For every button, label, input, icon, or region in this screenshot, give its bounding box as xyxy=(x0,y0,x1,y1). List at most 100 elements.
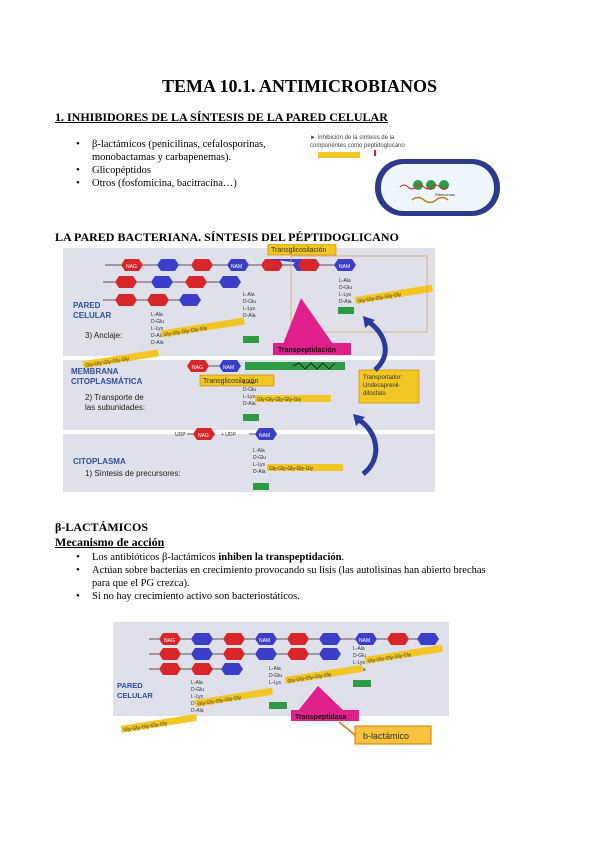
anclaje-label: 3) Anclaje: xyxy=(85,331,122,340)
list-item: Otros (fosfomicina, bacitracina…) xyxy=(72,177,302,190)
svg-text:L-Lys: L-Lys xyxy=(243,394,256,400)
svg-text:L-Ala: L-Ala xyxy=(339,278,351,284)
transportador-label-3: difosfato xyxy=(363,391,386,397)
arrowhead xyxy=(353,414,365,426)
svg-text:D-Ala: D-Ala xyxy=(253,469,266,475)
nam-hexagon xyxy=(255,428,277,440)
cell-caption-1: ► Inhibición de la síntesis de la xyxy=(310,135,395,141)
cell-marker xyxy=(374,150,376,156)
svg-text:L-Ala: L-Ala xyxy=(269,666,281,672)
pared-label-1: PARED xyxy=(73,301,101,310)
svg-text:NAM: NAM xyxy=(259,433,270,439)
svg-text:D-Glu: D-Glu xyxy=(253,455,266,461)
glycan-chain-lower xyxy=(103,294,201,306)
peptidoglycan-synthesis-diagram: PARED CELULAR 3) Anclaje: NAG NAM NAM xyxy=(63,244,435,492)
beta-lactam-diagram: PARED CELULAR NAG NAM NAM xyxy=(113,622,449,745)
svg-text:Gly-Gly-Gly-Gly-Gly: Gly-Gly-Gly-Gly-Gly xyxy=(257,397,302,403)
svg-text:L-Ala: L-Ala xyxy=(243,380,255,386)
nam-hexagon xyxy=(157,259,179,271)
svg-text:D-Glu: D-Glu xyxy=(353,653,366,659)
blactamico-label: b-lactámico xyxy=(363,731,409,741)
gly-bridge: Gly-Gly-Gly-Gly-Gly xyxy=(255,395,331,403)
peptide-stem-5: L-Ala D-Glu L-Lys D-Ala xyxy=(253,448,266,475)
peptide-stem-3: L-Ala D-Glu L-Lys D-Ala xyxy=(339,278,352,305)
dala-box xyxy=(269,702,287,709)
list-item: Los antibióticos β-lactámicos inhiben la… xyxy=(72,551,552,564)
nam-hexagon xyxy=(219,360,241,372)
nag-hexagon xyxy=(193,428,215,440)
glycan-chain-lower xyxy=(149,663,243,675)
ribosome xyxy=(426,180,436,190)
section1-heading: 1. INHIBIDORES DE LA SÍNTESIS DE LA PARE… xyxy=(55,110,388,124)
svg-text:UDP: UDP xyxy=(175,432,186,438)
svg-text:L-Ala: L-Ala xyxy=(253,448,265,454)
arrowhead xyxy=(363,316,375,328)
section3-list: Los antibióticos β-lactámicos inhiben la… xyxy=(72,551,552,603)
svg-text:L-Lys: L-Lys xyxy=(253,462,266,468)
nag-hexagon xyxy=(191,259,213,271)
flow-arrow-up xyxy=(357,417,379,476)
pared-label-1: PARED xyxy=(117,681,143,690)
nag-hexagon xyxy=(187,360,209,372)
glycan-chain-right: NAM xyxy=(278,259,356,271)
peptide-stem-4: L-Ala D-Glu L-Lys D-Ala xyxy=(243,380,256,407)
svg-text:L-Lys: L-Lys xyxy=(191,694,204,700)
svg-text:NAG: NAG xyxy=(192,365,203,371)
list-item: Actúan sobre bacterias en crecimiento pr… xyxy=(72,564,552,590)
glycan-chain-middle xyxy=(103,276,241,288)
svg-text:NAM: NAM xyxy=(223,365,234,371)
transglicosilacion-badge xyxy=(267,244,337,256)
nag-hexagon xyxy=(115,294,137,306)
section3-subheading: Mecanismo de acción xyxy=(55,535,165,549)
svg-text:NAG: NAG xyxy=(164,638,175,644)
flow-arrow-up xyxy=(367,320,388,372)
svg-text:L-Ala: L-Ala xyxy=(191,680,203,686)
section3-heading: β-LACTÁMICOS xyxy=(55,520,148,534)
nam-hexagon xyxy=(179,294,201,306)
nam-label: NAM xyxy=(231,264,242,270)
transpeptidasa-badge xyxy=(291,710,359,721)
svg-text:L-Lys: L-Lys xyxy=(339,292,352,298)
svg-text:D-Glu: D-Glu xyxy=(151,319,164,325)
svg-text:D-Ala: D-Ala xyxy=(339,299,352,305)
svg-text:L-Lys: L-Lys xyxy=(353,660,366,666)
pared-label-2: CELULAR xyxy=(73,311,111,320)
peptide-stem-2: L-Ala D-Glu L-Lys D-Ala xyxy=(243,292,256,319)
transglicosilacion-label: Transglicosilación xyxy=(271,247,326,254)
citoplasma-label: CITOPLASMA xyxy=(73,457,126,466)
list-item: Glicopéptidos xyxy=(72,164,302,177)
transportador-label-2: Undecaprenil- xyxy=(363,383,400,389)
nam-hexagon xyxy=(151,276,173,288)
nag-hexagon xyxy=(147,294,169,306)
glycan-chain-top: NAG NAM xyxy=(105,259,327,271)
svg-text:D-Ala: D-Ala xyxy=(191,708,204,714)
undecaprenil-chain xyxy=(245,362,345,370)
transpeptidacion-badge xyxy=(273,343,351,355)
svg-text:NAM: NAM xyxy=(259,638,270,644)
svg-text:D-Glu: D-Glu xyxy=(243,387,256,393)
dala-box xyxy=(253,483,269,490)
mrna-strand xyxy=(399,184,449,190)
nag-hexagon xyxy=(185,276,207,288)
ribosome xyxy=(439,180,449,190)
dala-box xyxy=(353,680,371,687)
svg-text:D-Ala: D-Ala xyxy=(243,401,256,407)
nag-label: NAG xyxy=(126,264,137,270)
transportador-label-1: Transportador: xyxy=(363,375,402,381)
section2-heading: LA PARED BACTERIANA. SÍNTESIS DEL PÉPTID… xyxy=(55,230,399,244)
section1-list: β-lactámicos (penicilinas, cefalosporina… xyxy=(72,138,302,190)
nam-label: NAM xyxy=(339,264,350,270)
svg-text:D-Ala: D-Ala xyxy=(151,340,164,346)
pared-label-2: CELULAR xyxy=(117,691,153,700)
svg-text:L-Ala: L-Ala xyxy=(243,292,255,298)
svg-text:L-Ala: L-Ala xyxy=(353,646,365,652)
svg-text:+ UDP: + UDP xyxy=(221,432,237,438)
dala-box xyxy=(338,307,354,314)
dala-box xyxy=(243,414,259,421)
nag-hexagon xyxy=(115,276,137,288)
glycan-chain-top: NAG NAM NAM xyxy=(149,633,439,645)
sintesis-label: 1) Síntesis de precursores: xyxy=(85,469,181,478)
nag-hexagon xyxy=(298,259,320,271)
svg-text:NAM: NAM xyxy=(359,638,370,644)
page-title: TEMA 10.1. ANTIMICROBIANOS xyxy=(161,76,438,96)
